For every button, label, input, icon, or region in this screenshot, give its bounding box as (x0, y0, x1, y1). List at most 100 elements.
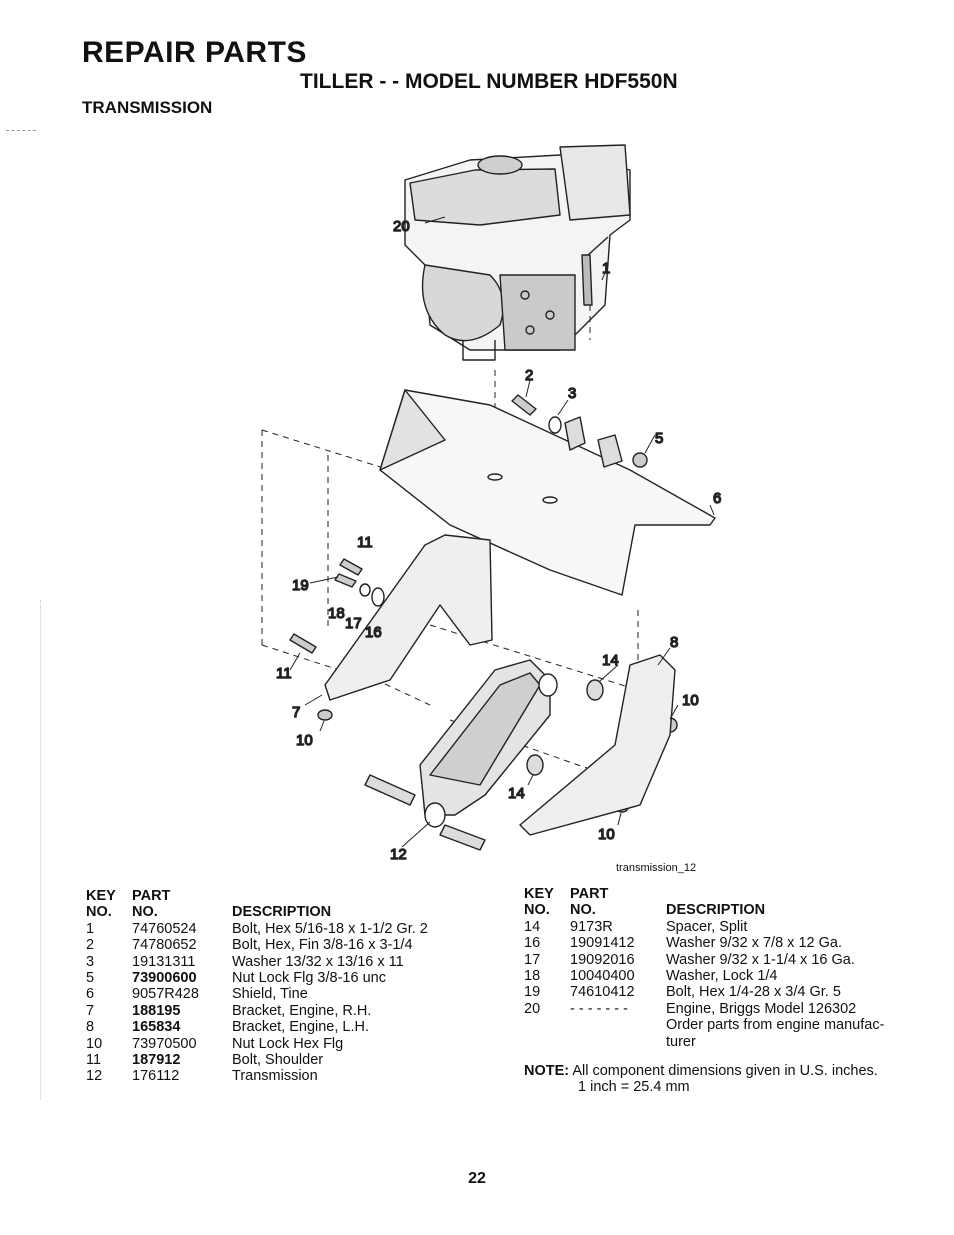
engine-illustration (404, 144, 631, 361)
part-number: 73970500 (132, 1035, 197, 1052)
part-description: Washer 13/32 x 13/16 x 11 (232, 953, 404, 970)
part-description: Washer 9/32 x 7/8 x 12 Ga. (666, 935, 842, 952)
callout-8: 8 (670, 634, 678, 651)
part-number: 187912 (132, 1052, 181, 1069)
callout-20: 20 (393, 218, 410, 235)
margin-mark (6, 130, 36, 131)
part-description: turer (666, 1033, 696, 1050)
callout-11-top: 11 (357, 534, 373, 551)
table-row: 3 19131311 Washer 13/32 x 13/16 x 11 (86, 954, 428, 970)
part-description: Washer 9/32 x 1-1/4 x 16 Ga. (666, 951, 855, 968)
key-number: 3 (86, 953, 95, 970)
callout-14-bottom: 14 (508, 785, 525, 802)
key-number: 17 (524, 951, 541, 968)
callout-19: 19 (292, 577, 309, 594)
callout-2: 2 (525, 367, 533, 384)
part-number: 176112 (132, 1068, 180, 1085)
key-number: 7 (86, 1002, 95, 1019)
part-description: Order parts from engine manufac- (666, 1017, 885, 1034)
part-description: Engine, Briggs Model 126302 (666, 1000, 857, 1017)
table-row: Order parts from engine manufac- (524, 1017, 884, 1033)
callout-12: 12 (390, 846, 407, 863)
part-description: Nut Lock Flg 3/8-16 unc (232, 970, 386, 987)
col-key-header: KEY (524, 886, 554, 902)
col-description-header: DESCRIPTION (666, 902, 766, 919)
part-number (570, 1034, 666, 1050)
exploded-parts-diagram: 20 1 2 3 5 6 11 19 18 17 16 11 7 10 14 8… (261, 144, 722, 864)
col-key-header-2: NO. (86, 904, 112, 921)
key-number: 20 (524, 1000, 541, 1017)
part-description: Nut Lock Hex Flg (232, 1035, 344, 1052)
table-row: 6 9057R428 Shield, Tine (86, 986, 428, 1002)
part-description: Shield, Tine (232, 986, 308, 1003)
table-row: 20 - - - - - - - Engine, Briggs Model 1263… (524, 1001, 884, 1017)
section-heading: TRANSMISSION (82, 98, 213, 117)
figure-caption: transmission_12 (616, 862, 697, 874)
callout-16: 16 (365, 624, 382, 641)
key-number: 14 (524, 918, 541, 935)
callout-10-left: 10 (296, 732, 313, 749)
part-number: - - - - - - - (570, 1000, 628, 1017)
note-line-2: 1 inch = 25.4 mm (578, 1079, 690, 1096)
part-number: 19091412 (570, 935, 635, 952)
callout-7: 7 (292, 704, 300, 721)
part-description: Bolt, Shoulder (232, 1052, 324, 1069)
table-row: turer (524, 1034, 884, 1050)
page-title: REPAIR PARTS (82, 36, 307, 69)
key-number: 1 (86, 920, 95, 937)
callout-6: 6 (713, 490, 721, 507)
part-description: Bracket, Engine, L.H. (232, 1019, 370, 1036)
col-part-header: PART (132, 888, 171, 904)
col-key-header-2: NO. (524, 902, 550, 919)
key-number: 16 (524, 935, 541, 952)
callout-1: 1 (602, 260, 610, 277)
key-number (524, 1034, 570, 1050)
page-number: 22 (468, 1170, 486, 1187)
part-number: 9173R (570, 918, 613, 935)
key-number: 6 (86, 986, 95, 1003)
part-number: 165834 (132, 1019, 181, 1036)
callout-14-top: 14 (602, 652, 619, 669)
callout-5: 5 (655, 430, 663, 447)
callout-leader-lines (289, 216, 715, 848)
callout-11-bottom: 11 (276, 665, 292, 682)
model-subtitle: TILLER - - MODEL NUMBER HDF550N (300, 70, 678, 93)
tine-shield-illustration (379, 389, 716, 596)
callout-18: 18 (328, 605, 345, 622)
transmission-illustration (364, 659, 558, 851)
parts-table-right: KEY PART NO. NO. DESCRIPTION 14 9173R Spac… (524, 886, 884, 1050)
key-number: 18 (524, 968, 541, 985)
part-number: 74780652 (132, 937, 197, 954)
col-description-header: DESCRIPTION (232, 904, 332, 921)
key-number: 10 (86, 1035, 103, 1052)
part-description: Spacer, Split (666, 918, 748, 935)
part-number: 9057R428 (132, 986, 199, 1003)
key-number: 5 (86, 970, 95, 987)
table-row: 12 176112 Transmission (86, 1068, 428, 1084)
callout-10-bottom: 10 (598, 826, 615, 843)
part-description: Transmission (232, 1068, 318, 1085)
dimension-note: NOTE: All component dimensions given in … (524, 1063, 878, 1096)
callout-17: 17 (345, 615, 362, 632)
part-number: 10040400 (570, 968, 635, 985)
bracket-rh-illustration (324, 534, 493, 701)
col-key-header: KEY (86, 888, 116, 904)
table-row: 11 187912 Bolt, Shoulder (86, 1052, 428, 1068)
col-part-header-2: NO. (570, 902, 596, 919)
part-description: Bracket, Engine, R.H. (232, 1002, 372, 1019)
part-description: Bolt, Hex 1/4-28 x 3/4 Gr. 5 (666, 984, 841, 1001)
key-number: 12 (86, 1068, 103, 1085)
margin-rule (40, 600, 41, 1100)
col-part-header: PART (570, 886, 609, 902)
col-part-header-2: NO. (132, 904, 158, 921)
part-number: 74610412 (570, 984, 635, 1001)
part-number: 19131311 (132, 953, 196, 970)
key-number: 11 (86, 1052, 102, 1069)
part-number (570, 1017, 666, 1033)
